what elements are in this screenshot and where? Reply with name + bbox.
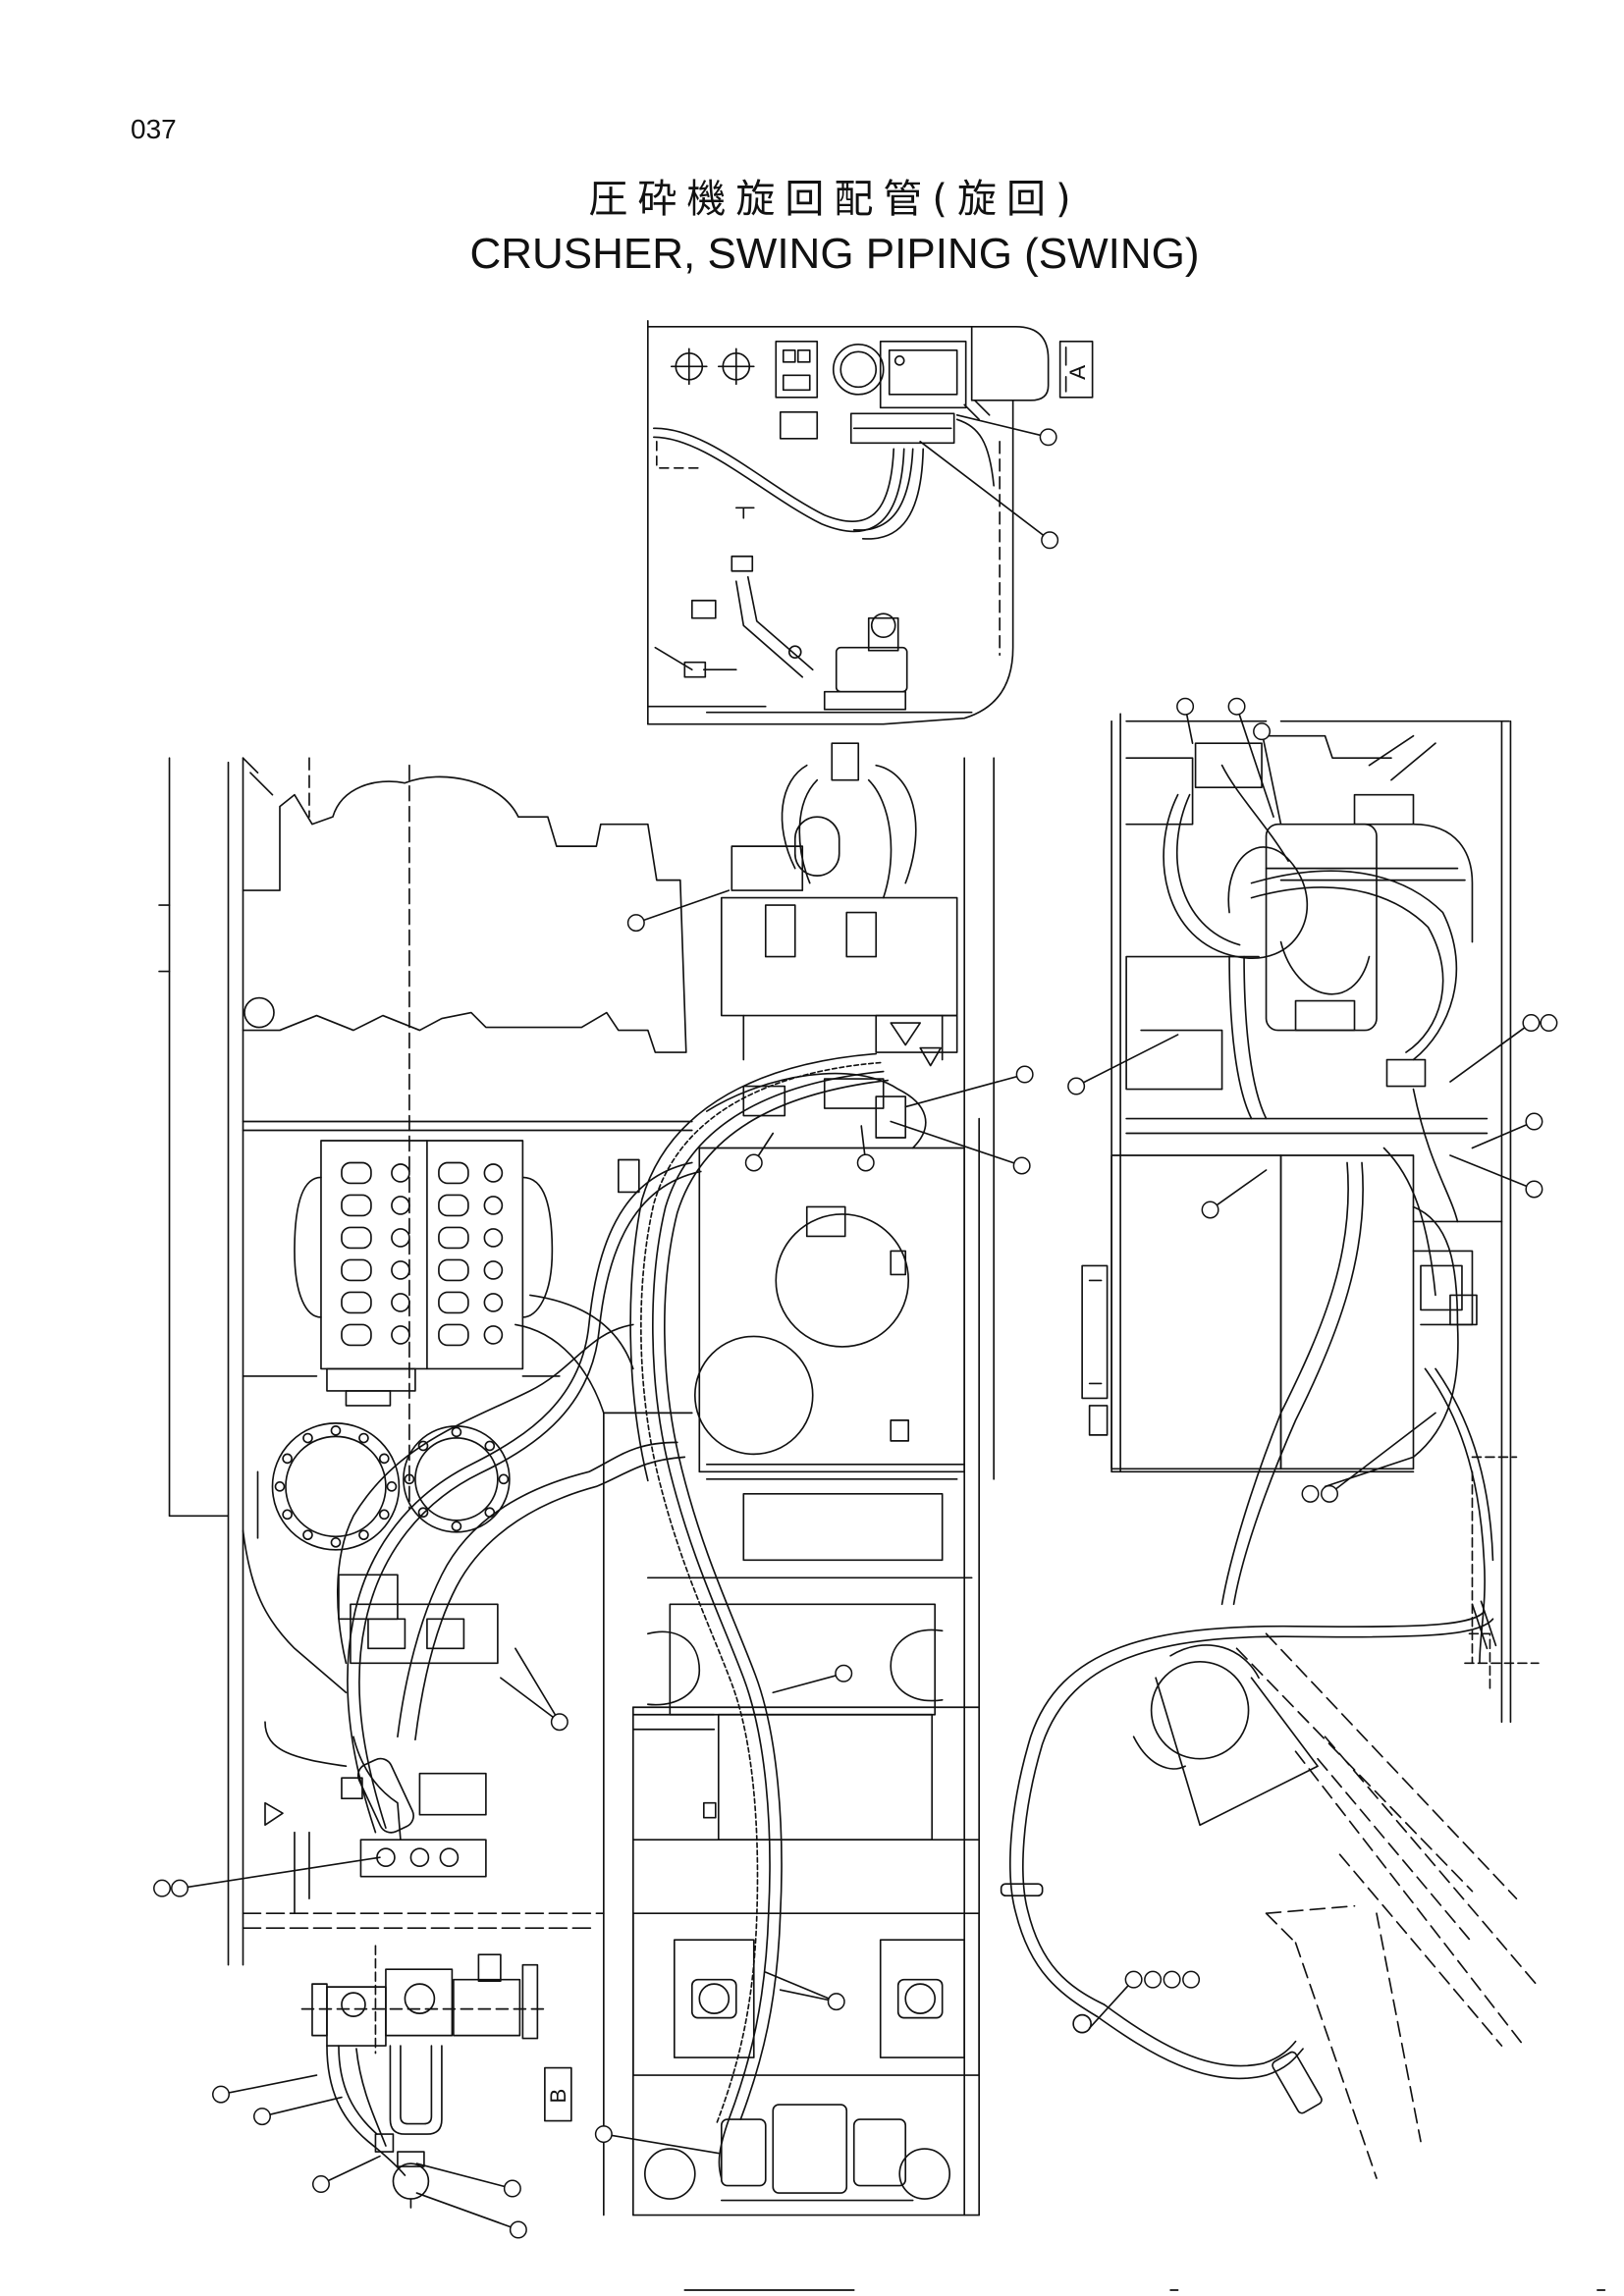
- boom-hose-loop: [1000, 1600, 1497, 2114]
- callout-marker: [1321, 1484, 1339, 1503]
- swing-valve: [341, 1735, 487, 1878]
- callout-marker: [1124, 1970, 1143, 1989]
- center-frame: [603, 757, 995, 2216]
- callout-marker: [1522, 1014, 1541, 1033]
- callout-marker: [1039, 428, 1057, 447]
- callout-marker: [1144, 1970, 1163, 1989]
- view-a-label: A: [1065, 365, 1090, 380]
- engine-area: [158, 757, 693, 1966]
- callout-marker: [1253, 722, 1272, 741]
- view-b-label: B: [546, 2089, 570, 2104]
- callout-marker: [1163, 1970, 1181, 1989]
- center-hose-bundle: [629, 1052, 890, 2179]
- left-hose-bundle: [336, 1161, 702, 1834]
- callout-marker: [252, 2108, 271, 2126]
- swing-motor: [271, 1422, 511, 1665]
- callout-marker: [1182, 1970, 1201, 1989]
- callout-marker: [503, 2179, 521, 2198]
- callout-leaders: [179, 413, 1536, 2231]
- callout-marker: [1015, 1065, 1034, 1084]
- callout-marker: [594, 2125, 613, 2144]
- view-a-label-box: [1058, 341, 1094, 399]
- callout-marker: [1525, 1112, 1543, 1131]
- boom-arm: [1132, 1632, 1540, 2179]
- callout-marker: [856, 1153, 875, 1172]
- callout-marker: [1525, 1180, 1543, 1199]
- callout-marker: [1227, 697, 1246, 716]
- callout-marker: [509, 2220, 527, 2239]
- callout-marker: [835, 1664, 853, 1682]
- callout-marker: [1012, 1156, 1031, 1175]
- right-side-view: [1081, 713, 1540, 1724]
- callout-marker: [1041, 531, 1059, 550]
- callout-marker: [1301, 1484, 1320, 1503]
- view-b-label-box: [544, 2066, 572, 2122]
- callout-marker: [1201, 1201, 1219, 1219]
- callout-marker: [171, 1879, 189, 1897]
- callout-marker: [212, 2085, 231, 2104]
- top-view-a: [646, 320, 1050, 725]
- callout-marker: [550, 1713, 568, 1732]
- page-number: 037: [131, 114, 177, 144]
- callout-marker: [1067, 1077, 1086, 1095]
- callout-marker: [1176, 697, 1195, 716]
- detail-view-b: [300, 1945, 546, 2209]
- page-title-english: CRUSHER, SWING PIPING (SWING): [469, 230, 1200, 278]
- control-valve: [294, 1140, 554, 1407]
- callout-marker: [827, 1993, 845, 2011]
- callout-markers: [153, 428, 1558, 2239]
- callout-marker: [311, 2175, 330, 2194]
- callout-marker: [626, 914, 645, 933]
- callout-marker: [744, 1153, 763, 1172]
- callout-marker: [1540, 1014, 1558, 1033]
- page-title-japanese: 圧砕機旋回配管(旋回): [588, 177, 1081, 222]
- pump-area: [705, 742, 958, 1149]
- callout-marker: [153, 1879, 172, 1897]
